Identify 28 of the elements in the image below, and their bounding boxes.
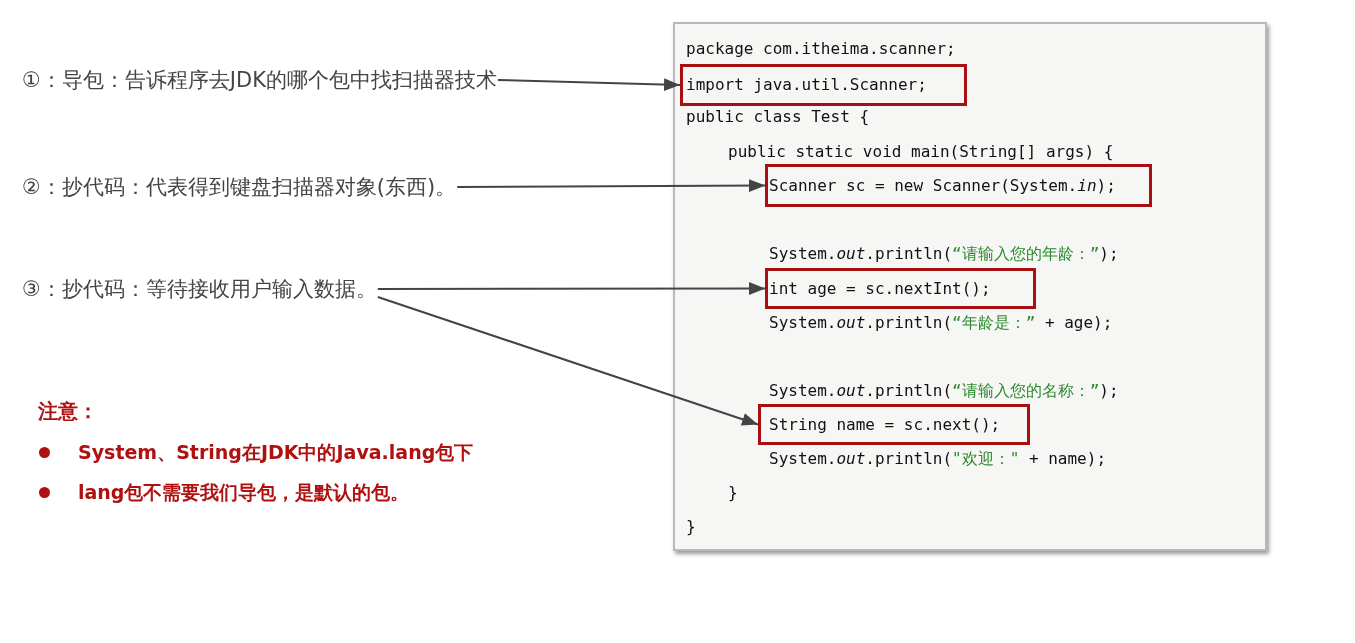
annotation-text: ②：抄代码：代表得到键盘扫描器对象(东西)。 xyxy=(22,174,457,200)
arrow xyxy=(456,179,766,192)
note-heading: 注意： xyxy=(38,399,98,423)
arrow xyxy=(376,282,766,295)
arrow xyxy=(496,78,681,91)
highlight-box xyxy=(680,64,967,106)
note-text: lang包不需要我们导包，是默认的包。 xyxy=(78,480,410,504)
code-line: System.out.println(“年龄是：” + age); xyxy=(769,312,1113,334)
code-line: package com.itheima.scanner; xyxy=(686,38,956,60)
code-line: public static void main(String[] args) { xyxy=(728,141,1114,163)
annotation-text: ①：导包：告诉程序去JDK的哪个包中找扫描器技术 xyxy=(22,67,497,93)
code-line: } xyxy=(686,516,696,538)
code-line: String name = sc.next(); xyxy=(769,413,1001,436)
code-panel xyxy=(673,22,1267,551)
annotation-text: ③：抄代码：等待接收用户输入数据。 xyxy=(22,276,377,302)
highlight-box xyxy=(765,268,1036,309)
code-line: public class Test { xyxy=(686,106,870,128)
code-line: Scanner sc = new Scanner(System.in); xyxy=(769,174,1116,197)
arrow xyxy=(376,296,759,426)
highlight-box xyxy=(765,164,1152,207)
code-line: import java.util.Scanner; xyxy=(686,74,927,96)
code-line: System.out.println("欢迎：" + name); xyxy=(769,448,1106,470)
code-line: } xyxy=(728,482,738,504)
note-text: System、String在JDK中的Java.lang包下 xyxy=(78,440,474,464)
code-line: System.out.println(“请输入您的年龄：”); xyxy=(769,243,1119,265)
code-line: int age = sc.nextInt(); xyxy=(769,277,991,300)
highlight-box xyxy=(758,404,1030,445)
code-line: System.out.println(“请输入您的名称：”); xyxy=(769,380,1119,402)
